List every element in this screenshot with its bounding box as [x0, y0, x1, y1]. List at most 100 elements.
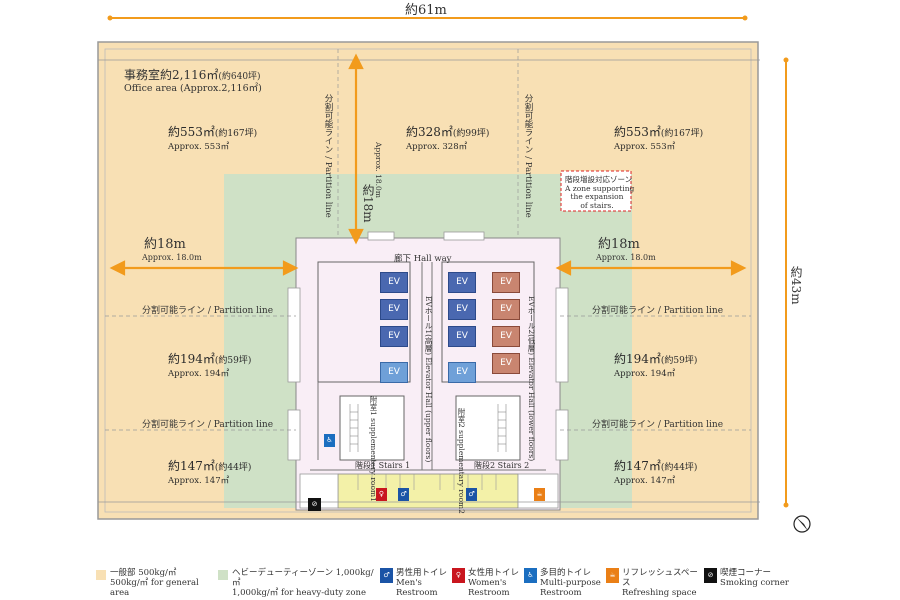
- legend-general: 一般部 500kg/㎡ 500kg/㎡ for general area: [96, 568, 216, 599]
- refresh-space-icon: ☕: [534, 488, 545, 501]
- measure-right-span: [555, 260, 747, 276]
- elevator-upper-3: EV: [380, 326, 408, 347]
- north-arrow-icon: [793, 515, 811, 533]
- legend-general-jp: 一般部 500kg/㎡: [110, 568, 177, 578]
- span-vertical-en: Approx. 18.0m: [374, 142, 383, 198]
- elevator-service-right: EV: [448, 362, 476, 383]
- area-value: 約194㎡: [168, 352, 215, 366]
- measure-vertical-span: [348, 53, 364, 245]
- width-label: 約61m: [405, 3, 447, 18]
- stair-zone-en2: the expansion: [570, 192, 624, 202]
- multi-purpose-icon: ♿: [524, 568, 537, 583]
- stair-zone-label: 階段増設対応ゾーン A zone supporting the expansio…: [565, 175, 635, 211]
- stair-zone-en1: A zone supporting: [565, 183, 635, 193]
- area-tsubo: (約59坪): [214, 356, 252, 366]
- office-title: 事務室約2,116㎡(約640坪): [124, 68, 261, 83]
- legend-general-en: 500kg/㎡ for general area: [110, 578, 199, 599]
- annex-2-label: 附室2 supplementary room2: [457, 408, 466, 514]
- span-right-label: 約18m: [598, 237, 640, 252]
- legend-multi: ♿ 多目的トイレ Multi-purpose Restroom: [524, 568, 604, 599]
- elevator-upper-4: EV: [448, 272, 476, 293]
- men-restroom-icon-2: ♂: [466, 488, 477, 501]
- legend-refresh: ☕ リフレッシュスペース Refreshing space: [606, 568, 702, 599]
- area-en: Approx. 553㎡: [614, 142, 676, 152]
- stair-expansion-zone: [560, 170, 632, 212]
- legend-refresh-jp: リフレッシュスペース: [622, 568, 698, 589]
- elevator-lower-3: EV: [492, 326, 520, 347]
- stairs-1-label: 階段1 Stairs 1: [355, 461, 411, 470]
- area-value: 約553㎡: [614, 125, 661, 139]
- refresh-icon: ☕: [606, 568, 619, 583]
- area-en: Approx. 328㎡: [406, 142, 468, 152]
- legend-heavy: ヘビーデューティーゾーン 1,000kg/㎡ 1,000kg/㎡ for hea…: [218, 568, 378, 598]
- legend-smoking-en: Smoking corner: [720, 578, 789, 589]
- office-title-sub: (約640坪): [218, 72, 261, 82]
- area-tsubo: (約167坪): [214, 129, 258, 139]
- area-tsubo: (約44坪): [214, 463, 252, 473]
- partition-label-right-2: 分割可能ライン / Partition line: [592, 420, 724, 430]
- legend-men-en: Men's: [396, 578, 422, 589]
- ev-hall-1-label: EVホール1(高層) Elevator Hall (upper floors): [424, 296, 433, 463]
- span-right-en: Approx. 18.0m: [596, 253, 656, 262]
- area-top-center: 約328㎡(約99坪) Approx. 328㎡: [406, 123, 489, 152]
- legend-refresh-en: Refreshing space: [622, 588, 697, 599]
- area-top-right: 約553㎡(約167坪) Approx. 553㎡: [614, 123, 703, 152]
- elevator-upper-2: EV: [380, 299, 408, 320]
- floor-plan-svg: [97, 15, 811, 533]
- area-value: 約328㎡: [406, 125, 453, 139]
- legend-multi-en: Multi-purpose: [540, 578, 601, 589]
- men-restroom-icon: ♂: [398, 488, 409, 501]
- height-label: 約43m: [789, 266, 803, 305]
- span-left-en: Approx. 18.0m: [142, 253, 202, 262]
- office-title-en: Office area (Approx.2,116㎡): [124, 83, 262, 94]
- women-icon: ♀: [452, 568, 465, 583]
- legend-smoking-jp: 喫煙コーナー: [720, 568, 772, 578]
- legend-men: ♂ 男性用トイレ Men's Restroom: [380, 568, 450, 598]
- partition-label-left-2: 分割可能ライン / Partition line: [142, 420, 274, 430]
- stair-zone-jp: 階段増設対応ゾーン: [565, 175, 633, 184]
- area-en: Approx. 194㎡: [168, 369, 230, 379]
- stair-zone-en3: of stairs.: [580, 200, 614, 210]
- area-tsubo: (約167坪): [660, 129, 704, 139]
- area-top-left: 約553㎡(約167坪) Approx. 553㎡: [168, 123, 257, 152]
- legend-multi-jp: 多目的トイレ: [540, 568, 592, 578]
- span-vertical-label: 約18m: [361, 184, 375, 223]
- area-value: 約194㎡: [614, 352, 661, 366]
- legend-women-en: Women's: [468, 578, 507, 589]
- area-value: 約147㎡: [168, 459, 215, 473]
- legend-women-jp: 女性用トイレ: [468, 568, 520, 578]
- area-en: Approx. 194㎡: [614, 369, 676, 379]
- partition-label-vertical-left: 分割可能ライン / Partition line: [323, 94, 333, 218]
- partition-label-vertical-right: 分割可能ライン / Partition line: [523, 94, 533, 218]
- ev-hall-2-label: EVホール2(低層) Elevator Hall (lower floors): [527, 296, 536, 462]
- measure-left-span: [109, 260, 299, 276]
- legend-multi-en2: Restroom: [540, 588, 582, 599]
- smoking-icon: ⊘: [704, 568, 717, 583]
- area-bottom-right: 約147㎡(約44坪) Approx. 147㎡: [614, 457, 697, 486]
- men-icon: ♂: [380, 568, 393, 583]
- annex-1-label: 附室1 supplementary room1: [369, 396, 378, 502]
- smoking-corner-icon: ⊘: [308, 498, 321, 511]
- heavy-swatch: [218, 570, 228, 580]
- women-restroom-icon: ♀: [376, 488, 387, 501]
- area-value: 約553㎡: [168, 125, 215, 139]
- legend-women-en2: Restroom: [468, 588, 510, 599]
- area-value: 約147㎡: [614, 459, 661, 473]
- legend-women: ♀ 女性用トイレ Women's Restroom: [452, 568, 522, 599]
- area-mid-left: 約194㎡(約59坪) Approx. 194㎡: [168, 350, 251, 379]
- restroom-area: [337, 473, 519, 509]
- partition-lines: [105, 49, 751, 431]
- office-title-jp: 事務室約2,116㎡: [124, 68, 219, 82]
- area-tsubo: (約44坪): [660, 463, 698, 473]
- area-bottom-left: 約147㎡(約44坪) Approx. 147㎡: [168, 457, 251, 486]
- span-left-label: 約18m: [144, 237, 186, 252]
- elevator-lower-1: EV: [492, 272, 520, 293]
- elevator-upper-1: EV: [380, 272, 408, 293]
- multi-restroom-icon: ♿: [324, 434, 335, 447]
- partition-label-right-1: 分割可能ライン / Partition line: [592, 306, 724, 316]
- area-mid-right: 約194㎡(約59坪) Approx. 194㎡: [614, 350, 697, 379]
- area-en: Approx. 147㎡: [168, 476, 230, 486]
- elevator-service-left: EV: [380, 362, 408, 383]
- stairs-2-label: 階段2 Stairs 2: [474, 461, 530, 470]
